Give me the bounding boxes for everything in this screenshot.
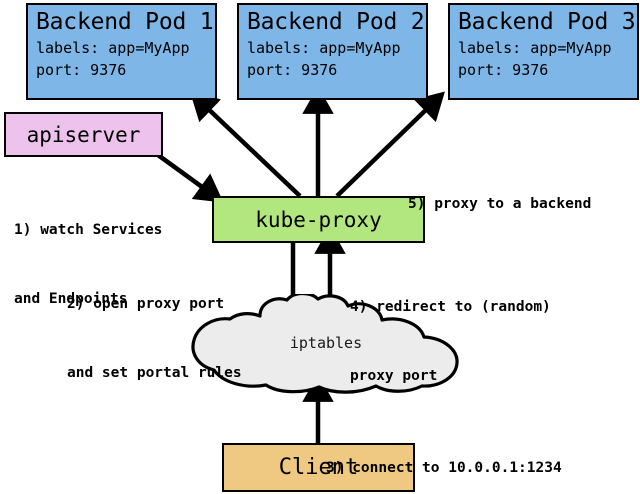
step-2-label: 2) open proxy port and set portal rules	[67, 247, 242, 431]
backend-pod-1-port: port: 9376	[36, 61, 127, 79]
backend-pod-2-title: Backend Pod 2	[247, 9, 425, 35]
backend-pod-1-box[interactable]: Backend Pod 1 labels: app=MyApp port: 93…	[26, 3, 217, 100]
backend-pod-3-title: Backend Pod 3	[458, 9, 636, 35]
backend-pod-1-title: Backend Pod 1	[36, 9, 214, 35]
backend-pod-3-box[interactable]: Backend Pod 3 labels: app=MyApp port: 93…	[448, 3, 639, 100]
step-3-line-1: 3) connect to 10.0.0.1:1234	[326, 460, 562, 476]
step-4-line-1: 4) redirect to (random)	[350, 299, 551, 315]
apiserver-box[interactable]: apiserver	[4, 112, 163, 157]
backend-pod-1-labels: labels: app=MyApp	[36, 39, 190, 57]
backend-pod-2-port: port: 9376	[247, 61, 338, 79]
apiserver-label: apiserver	[26, 122, 141, 147]
iptables-cloud-shape	[191, 291, 459, 394]
client-box[interactable]: Client	[222, 443, 415, 492]
step-2-line-1: 2) open proxy port	[67, 296, 225, 312]
backend-pod-2-labels: labels: app=MyApp	[247, 39, 401, 57]
step-2-line-2: and set portal rules	[67, 365, 242, 381]
step-5-line-1: 5) proxy to a backend	[408, 196, 592, 212]
step-4-label: 4) redirect to (random) proxy port	[350, 250, 551, 434]
kube-proxy-label: kube-proxy	[255, 207, 382, 232]
step-4-line-2: proxy port	[350, 368, 438, 384]
backend-pod-3-labels: labels: app=MyApp	[458, 39, 612, 57]
client-label: Client	[278, 455, 359, 480]
arrow-kubeproxy-to-pod1	[189, 91, 302, 198]
step-5-label: 5) proxy to a backend	[408, 147, 591, 262]
kube-proxy-box[interactable]: kube-proxy	[212, 196, 425, 243]
backend-pod-2-box[interactable]: Backend Pod 2 labels: app=MyApp port: 93…	[237, 3, 428, 100]
step-1-line-2: and Endpoints	[14, 291, 128, 307]
backend-pod-3-port: port: 9376	[458, 61, 549, 79]
step-1-line-1: 1) watch Services	[14, 222, 163, 238]
arrow-kubeproxy-to-pod3	[335, 91, 445, 198]
arrow-apiserver-to-kubeproxy	[156, 153, 224, 203]
step-1-label: 1) watch Services and Endpoints	[14, 173, 162, 357]
step-3-label: 3) connect to 10.0.0.1:1234	[326, 411, 562, 494]
